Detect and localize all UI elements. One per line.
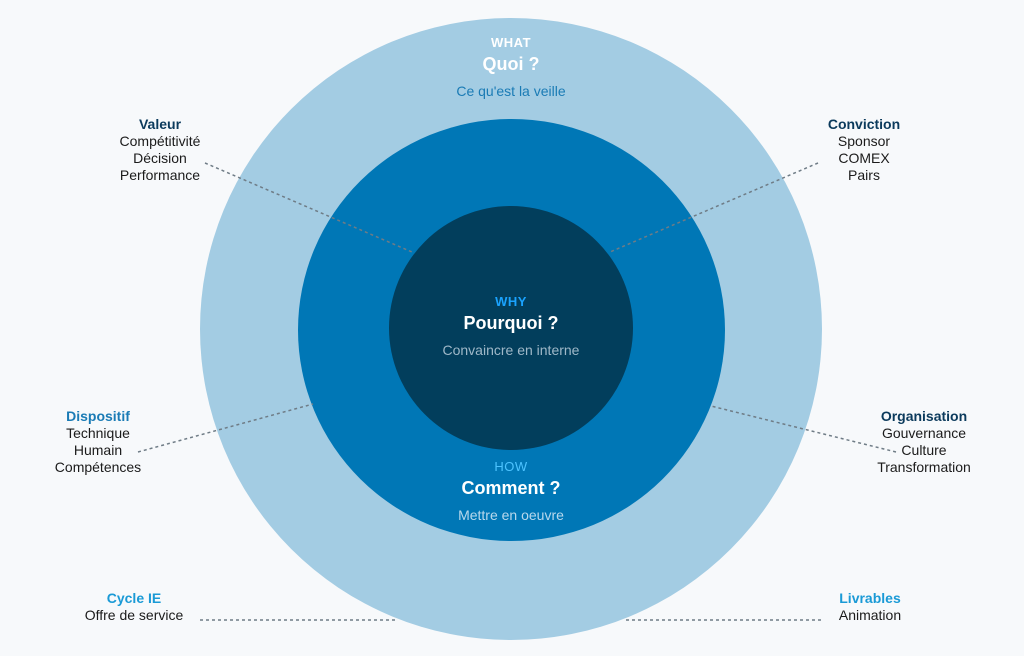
- label-livrables: Livrables Animation: [790, 590, 950, 624]
- label-conviction-item: Pairs: [848, 167, 880, 183]
- label-dispositif-item: Humain: [73, 442, 123, 458]
- label-cycle-title: Cycle IE: [106, 590, 162, 606]
- label-valeur-item: Décision: [133, 150, 187, 166]
- connector-valeur: [204, 162, 413, 253]
- label-cycle-ie: Cycle IE Offre de service: [54, 590, 214, 624]
- why-tag: WHY: [495, 294, 527, 309]
- label-livrables-item: Animation: [838, 607, 902, 623]
- why-question: Pourquoi ?: [463, 313, 559, 333]
- label-conviction-title: Conviction: [827, 116, 901, 132]
- how-description: Mettre en oeuvre: [458, 507, 564, 523]
- what-text-block: WHAT Quoi ? Ce qu'est la veille: [361, 35, 661, 99]
- label-valeur: Valeur Compétitivité Décision Performanc…: [80, 116, 240, 184]
- what-tag: WHAT: [490, 35, 532, 50]
- why-description: Convaincre en interne: [442, 342, 580, 358]
- label-dispositif-title: Dispositif: [66, 408, 130, 424]
- label-organisation-item: Gouvernance: [881, 425, 967, 441]
- how-text-block: HOW Comment ? Mettre en oeuvre: [361, 459, 661, 523]
- label-organisation-title: Organisation: [880, 408, 968, 424]
- label-dispositif-item: Technique: [66, 425, 130, 441]
- label-cycle-item: Offre de service: [84, 607, 184, 623]
- what-question: Quoi ?: [482, 54, 540, 74]
- what-description: Ce qu'est la veille: [456, 83, 566, 99]
- label-dispositif-item: Compétences: [54, 459, 142, 475]
- label-organisation: Organisation Gouvernance Culture Transfo…: [844, 408, 1004, 476]
- label-valeur-item: Performance: [119, 167, 201, 183]
- label-dispositif: Dispositif Technique Humain Compétences: [18, 408, 178, 476]
- label-organisation-item: Culture: [901, 442, 947, 458]
- inner-circle-why: [389, 206, 633, 450]
- label-valeur-item: Compétitivité: [119, 133, 201, 149]
- label-conviction-item: COMEX: [838, 150, 890, 166]
- connector-organisation: [710, 405, 897, 453]
- how-tag: HOW: [494, 459, 528, 474]
- why-text-block: WHY Pourquoi ? Convaincre en interne: [361, 294, 661, 358]
- label-conviction: Conviction Sponsor COMEX Pairs: [784, 116, 944, 184]
- label-valeur-title: Valeur: [138, 116, 182, 132]
- label-organisation-item: Transformation: [877, 459, 971, 475]
- connector-dispositif: [137, 403, 314, 453]
- how-question: Comment ?: [461, 478, 561, 498]
- label-livrables-title: Livrables: [839, 590, 901, 606]
- connector-conviction: [609, 162, 819, 253]
- label-conviction-item: Sponsor: [837, 133, 891, 149]
